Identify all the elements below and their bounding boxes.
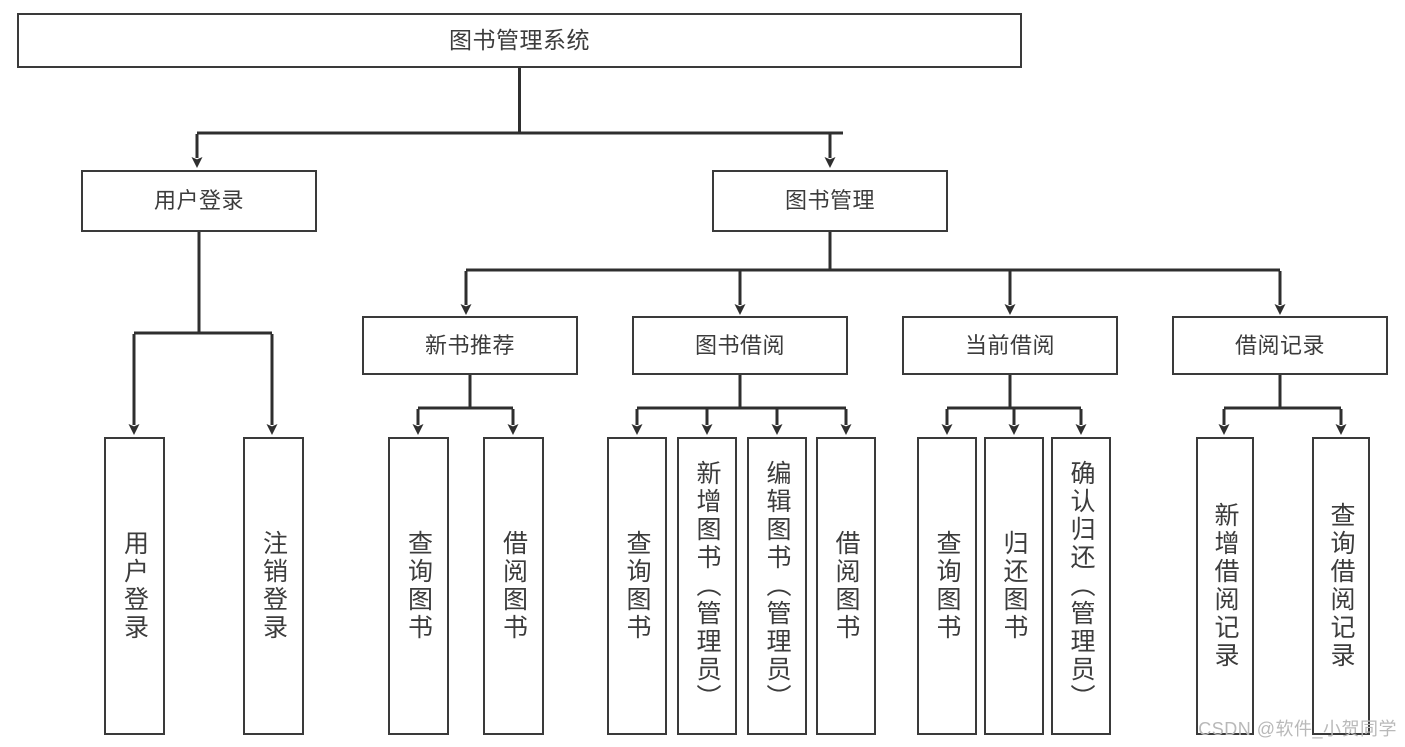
leaf-current-borrow-query[interactable]: 查询图书 — [917, 437, 977, 735]
leaf-borrow-record-query[interactable]: 查询借阅记录 — [1312, 437, 1370, 735]
leaf-user-login-signin[interactable]: 用户登录 — [104, 437, 165, 735]
node-label: 当前借阅 — [964, 332, 1055, 358]
node-label: 查询图书 — [623, 530, 651, 642]
node-user-login[interactable]: 用户登录 — [81, 170, 317, 232]
node-label: 用户登录 — [153, 188, 244, 214]
node-book-management[interactable]: 图书管理 — [712, 170, 948, 232]
node-label: 借阅图书 — [832, 530, 860, 642]
node-current-borrow[interactable]: 当前借阅 — [902, 316, 1118, 375]
node-label: 归还图书 — [1000, 530, 1028, 642]
node-book-borrow[interactable]: 图书借阅 — [632, 316, 848, 375]
leaf-new-book-borrow[interactable]: 借阅图书 — [483, 437, 544, 735]
node-label: 借阅图书 — [499, 530, 528, 642]
node-borrow-record[interactable]: 借阅记录 — [1172, 316, 1388, 375]
leaf-book-borrow-edit[interactable]: 编辑图书（管理员） — [747, 437, 807, 735]
node-label: 确认归还（管理员） — [1067, 460, 1095, 712]
node-label: 查询借阅记录 — [1327, 502, 1355, 670]
watermark: CSDN @软件_小贺同学 — [1198, 719, 1397, 739]
leaf-user-login-signout[interactable]: 注销登录 — [243, 437, 304, 735]
leaf-book-borrow-add[interactable]: 新增图书（管理员） — [677, 437, 737, 735]
node-label: 编辑图书（管理员） — [763, 460, 791, 712]
node-label: 新书推荐 — [424, 332, 515, 358]
node-new-book-recommend[interactable]: 新书推荐 — [362, 316, 578, 375]
node-label: 查询图书 — [404, 530, 433, 642]
node-label: 图书借阅 — [694, 332, 785, 358]
leaf-current-borrow-return[interactable]: 归还图书 — [984, 437, 1044, 735]
node-label: 查询图书 — [933, 530, 961, 642]
node-label: 用户登录 — [120, 530, 149, 642]
node-label: 注销登录 — [259, 530, 288, 642]
node-label: 借阅记录 — [1234, 332, 1325, 358]
leaf-borrow-record-add[interactable]: 新增借阅记录 — [1196, 437, 1254, 735]
node-label: 新增图书（管理员） — [693, 460, 721, 712]
leaf-book-borrow-query[interactable]: 查询图书 — [607, 437, 667, 735]
node-label: 图书管理 — [784, 188, 875, 214]
node-root-system[interactable]: 图书管理系统 — [17, 13, 1022, 68]
node-label: 图书管理系统 — [449, 26, 590, 53]
leaf-book-borrow-lend[interactable]: 借阅图书 — [816, 437, 876, 735]
leaf-current-borrow-confirm[interactable]: 确认归还（管理员） — [1051, 437, 1111, 735]
leaf-new-book-query[interactable]: 查询图书 — [388, 437, 449, 735]
node-label: 新增借阅记录 — [1211, 502, 1239, 670]
